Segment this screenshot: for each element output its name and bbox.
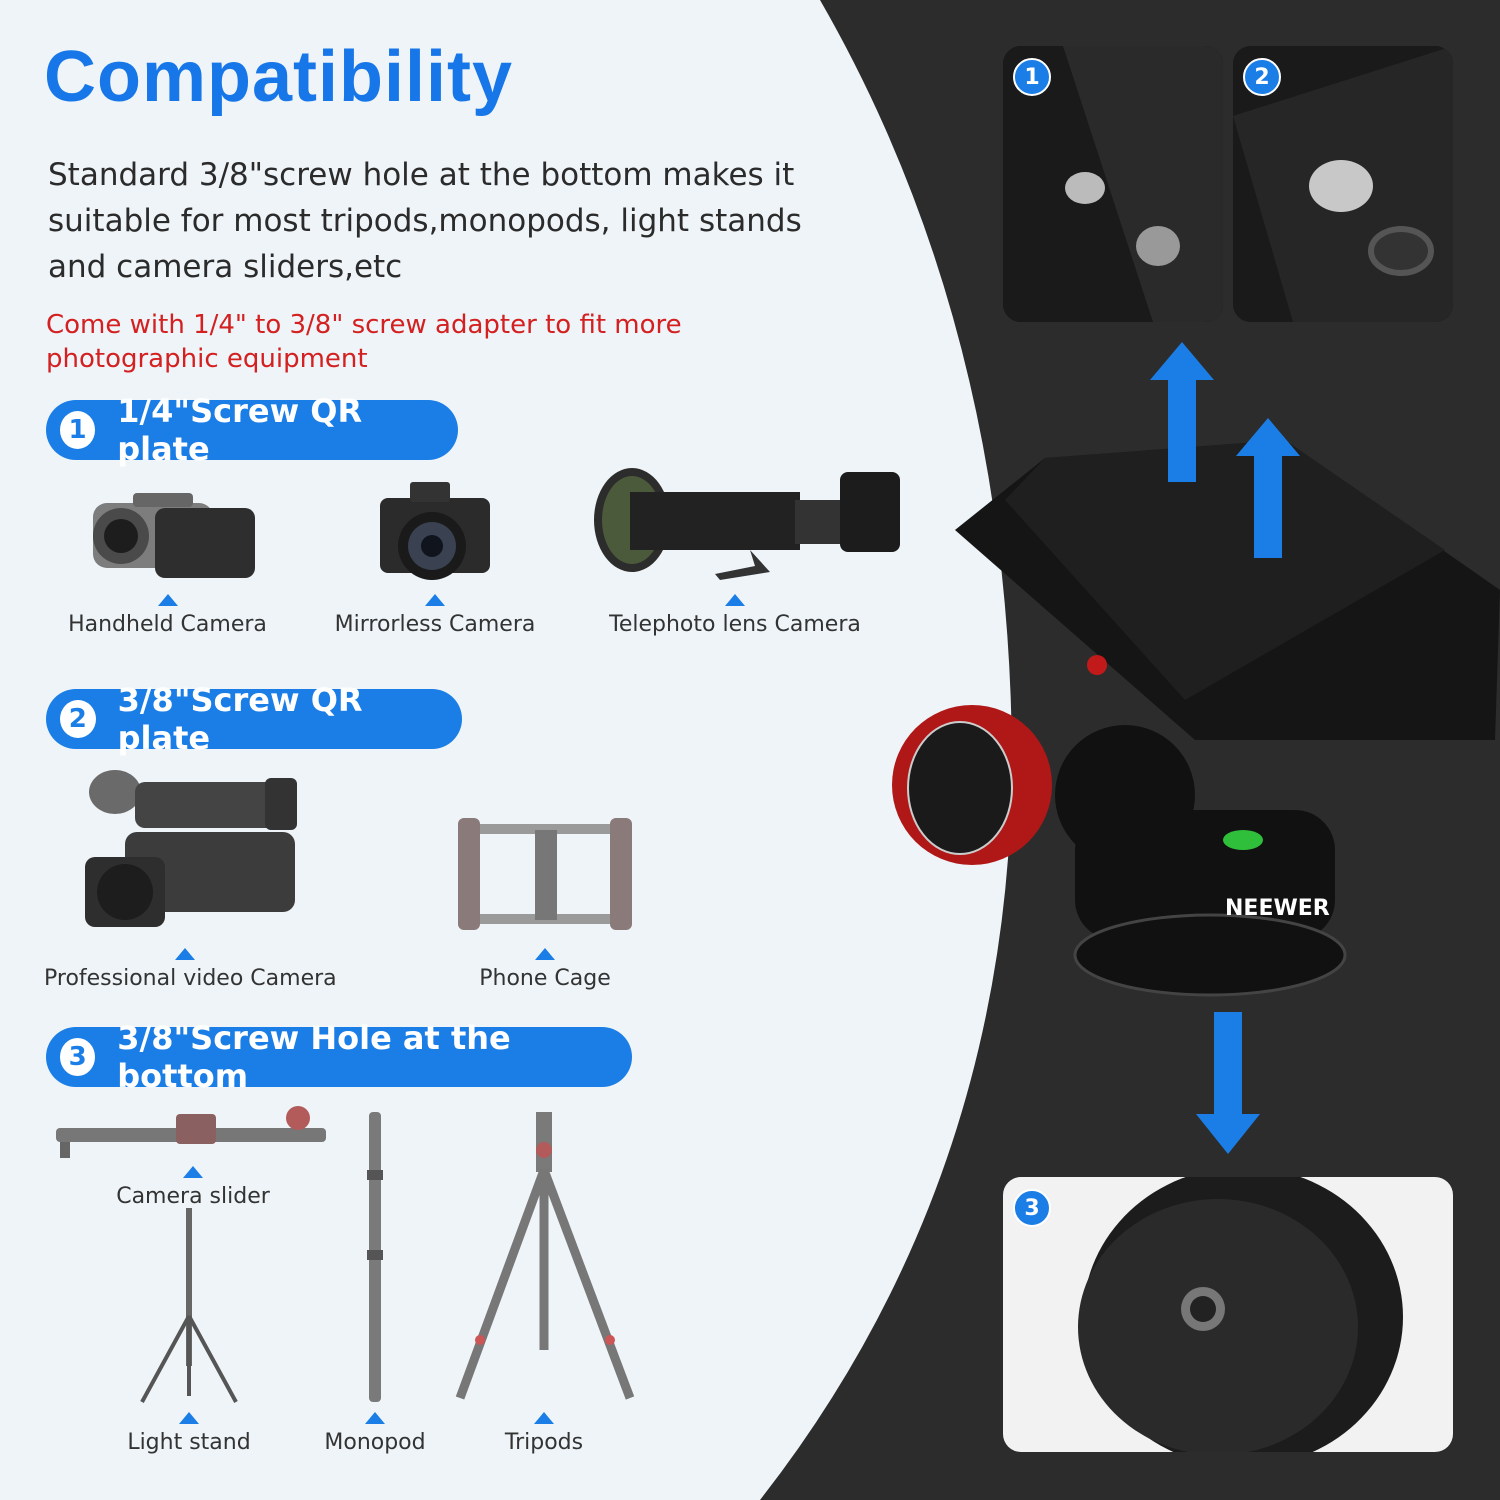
item-label: Telephoto lens Camera (609, 612, 861, 637)
section-1-label: 1/4"Screw QR plate (117, 392, 363, 468)
camera-slider-icon (56, 1106, 326, 1158)
arrow-down-icon (1196, 1012, 1260, 1154)
page-title: Compatibility (44, 37, 514, 117)
pointer-icon (179, 1412, 199, 1424)
item-label: Mirrorless Camera (334, 612, 536, 637)
pointer-icon (365, 1412, 385, 1424)
telephoto-camera-item: Telephoto lens Camera (590, 462, 900, 637)
tripods-item: Tripods (450, 1110, 638, 1455)
photo-badge-1: 1 (1013, 58, 1051, 96)
brand-logo: NEEWER (1225, 896, 1330, 921)
section-2-number: 2 (60, 700, 96, 738)
section-2-label: 3/8"Screw QR plate (117, 681, 363, 757)
light-stand-icon (140, 1208, 238, 1403)
section-3-header: 3 3/8"Screw Hole at the bottom (46, 1019, 632, 1095)
bottom-screw-hole-icon (1078, 1177, 1403, 1452)
bottom-hole-photo: 3 (1003, 1177, 1453, 1452)
adapter-note: Come with 1/4" to 3/8" screw adapter to … (46, 310, 682, 374)
section-1-header: 1 1/4"Screw QR plate (46, 392, 458, 468)
pointer-icon (535, 948, 555, 960)
item-label: Camera slider (116, 1184, 270, 1209)
section-3-label: 3/8"Screw Hole at the bottom (117, 1019, 511, 1095)
phone-cage-item: Phone Cage (440, 810, 650, 991)
video-camera-icon (85, 770, 297, 927)
fluid-head-product-image: NEEWER (892, 440, 1500, 997)
item-label: Handheld Camera (68, 612, 267, 637)
item-label: Phone Cage (479, 966, 611, 991)
pointer-icon (534, 1412, 554, 1424)
phone-cage-icon (458, 818, 632, 930)
photo-badge-3: 3 (1013, 1189, 1051, 1227)
section-3-number: 3 (60, 1038, 96, 1076)
arrow-up-1-icon (1150, 342, 1214, 482)
monopod-icon (367, 1112, 383, 1402)
pointer-icon (425, 594, 445, 606)
photo-badge-2: 2 (1243, 58, 1281, 96)
telephoto-camera-icon (594, 468, 900, 580)
handheld-camera-icon (92, 493, 255, 578)
tripod-icon (455, 1112, 635, 1400)
pointer-icon (725, 594, 745, 606)
qr-plate-2-photo: 2 (1233, 46, 1453, 322)
monopod-item: Monopod (310, 1110, 440, 1455)
pointer-icon (183, 1166, 203, 1178)
arrow-up-2-icon (1236, 418, 1300, 558)
section-2-header: 2 3/8"Screw QR plate (46, 681, 462, 757)
intro-text: Standard 3/8"screw hole at the bottom ma… (48, 157, 802, 285)
item-label: Tripods (504, 1430, 584, 1455)
mirrorless-camera-item: Mirrorless Camera (330, 478, 540, 637)
pointer-icon (175, 948, 195, 960)
qr-plate-1-photo: 1 (1003, 46, 1223, 322)
pointer-icon (157, 594, 178, 606)
camera-slider-item: Camera slider (48, 1104, 338, 1209)
item-label: Professional video Camera (44, 966, 337, 991)
section-1-number: 1 (60, 411, 96, 449)
light-stand-item: Light stand (114, 1206, 264, 1455)
mirrorless-camera-icon (380, 482, 490, 580)
professional-video-camera-item: Professional video Camera (44, 762, 337, 991)
item-label: Light stand (127, 1430, 251, 1455)
item-label: Monopod (324, 1430, 426, 1455)
handheld-camera-item: Handheld Camera (60, 478, 275, 637)
